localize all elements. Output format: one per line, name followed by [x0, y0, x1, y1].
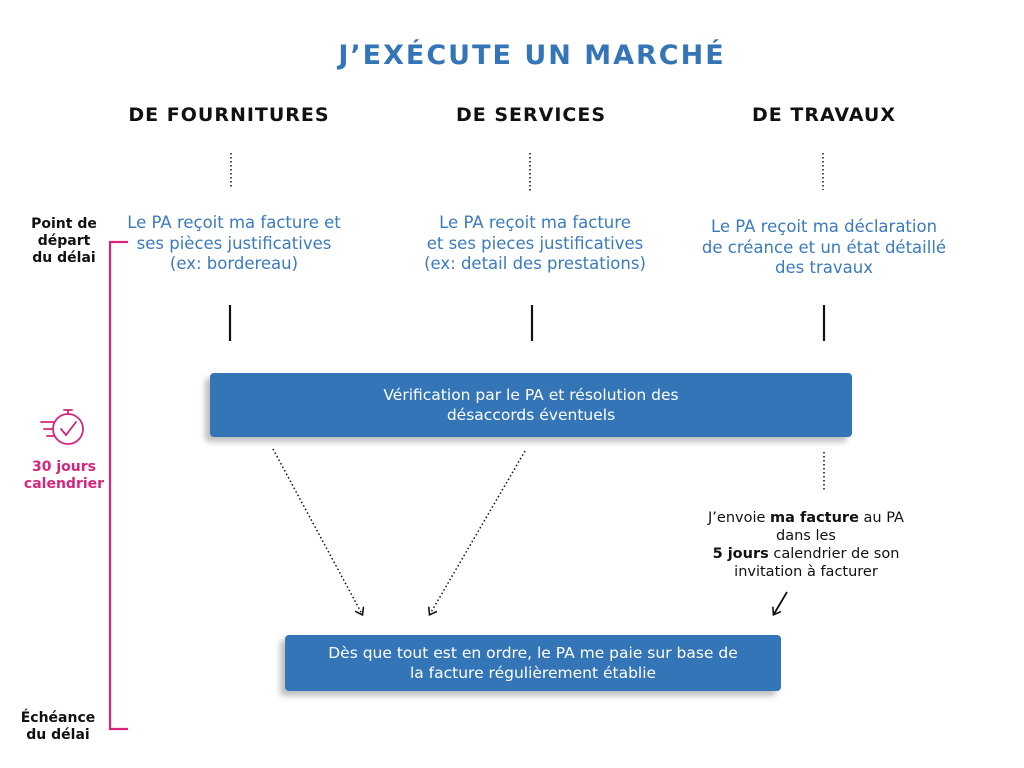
solid-arrow-note — [774, 591, 788, 614]
verification-box: Vérification par le PA et résolution des… — [210, 373, 852, 437]
description-fournitures-line2: ses pièces justificatives — [136, 233, 332, 253]
timeline-duration-label: 30 jours calendrier — [14, 459, 114, 493]
payment-box-line2: la facture régulièrement établie — [409, 664, 657, 682]
description-travaux-line3: des travaux — [775, 258, 873, 277]
description-fournitures-line1: Le PA reçoit ma facture et — [127, 213, 341, 232]
timeline-start-line3: du délai — [32, 250, 96, 266]
timeline-start-line1: Point de — [31, 216, 97, 232]
timeline-duration-line1: 30 jours — [32, 459, 96, 475]
invoice-note: J’envoie ma facture au PA dans les 5 jou… — [678, 509, 934, 581]
timeline-duration-line2: calendrier — [23, 476, 105, 492]
timeline-start-label: Point de départ du délai — [14, 216, 114, 267]
timeline-end-label: Échéance du délai — [8, 710, 108, 744]
invoice-note-line4: invitation à facturer — [734, 564, 878, 580]
verification-box-line2: désaccords éventuels — [446, 406, 616, 424]
timeline-start-line2: départ — [37, 233, 91, 249]
invoice-note-line2: dans les — [776, 528, 836, 544]
heading-travaux: DE TRAVAUX — [752, 104, 896, 126]
description-travaux: Le PA reçoit ma déclaration de créance e… — [686, 217, 962, 279]
stopwatch-check-icon — [40, 409, 84, 445]
description-travaux-line2: de créance et un état détaillé — [701, 237, 947, 257]
description-travaux-line1: Le PA reçoit ma déclaration — [710, 217, 938, 236]
heading-services: DE SERVICES — [455, 104, 607, 126]
description-services-line1: Le PA reçoit ma facture — [439, 213, 631, 232]
description-fournitures-line3: (ex: bordereau) — [169, 254, 299, 273]
page-title: J’EXÉCUTE UN MARCHÉ — [338, 40, 726, 71]
verification-box-line1: Vérification par le PA et résolution des — [383, 386, 679, 404]
payment-box: Dès que tout est en ordre, le PA me paie… — [285, 635, 781, 691]
description-fournitures: Le PA reçoit ma facture et ses pièces ju… — [104, 213, 364, 275]
timeline-end-line2: du délai — [26, 727, 90, 743]
dotted-arrow-right — [430, 450, 526, 614]
description-services-line2: et ses pieces justificatives — [426, 233, 644, 253]
description-services: Le PA reçoit ma facture et ses pieces ju… — [400, 213, 670, 275]
description-services-line3: (ex: detail des prestations) — [424, 254, 646, 273]
invoice-note-line3: 5 jours calendrier de son — [712, 546, 900, 562]
payment-box-line1: Dès que tout est en ordre, le PA me paie… — [328, 644, 738, 662]
invoice-note-line1: J’envoie ma facture au PA — [708, 510, 904, 526]
timeline-bracket — [108, 240, 128, 731]
dotted-arrow-left — [272, 448, 362, 614]
heading-fournitures: DE FOURNITURES — [128, 104, 330, 126]
timeline-end-line1: Échéance — [20, 710, 96, 726]
